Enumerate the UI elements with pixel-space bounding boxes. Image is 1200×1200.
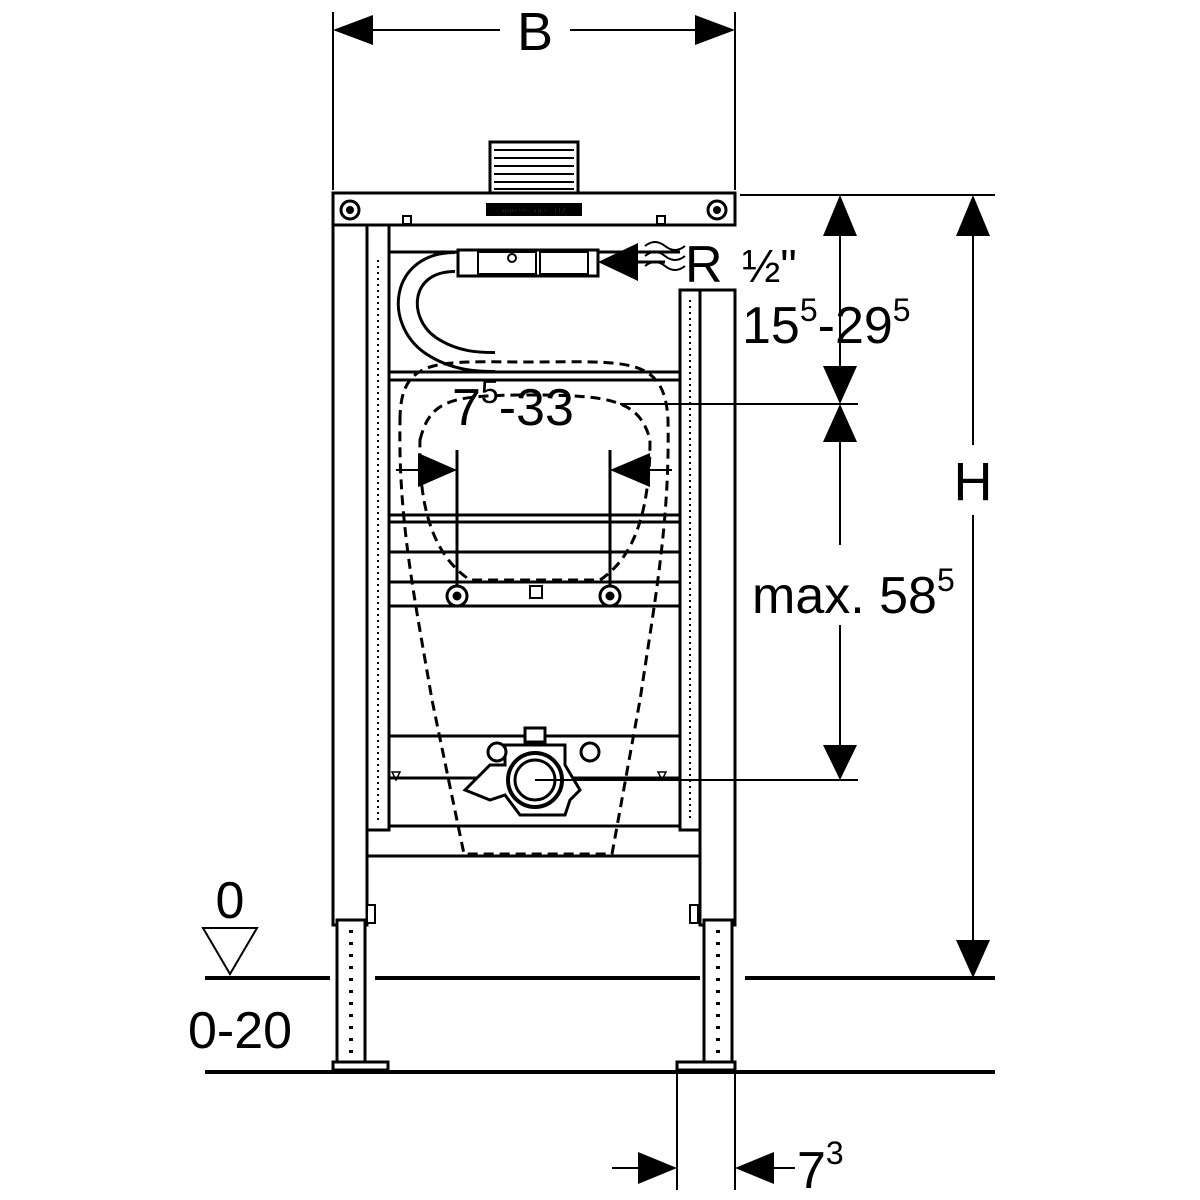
flush-valve <box>396 248 600 373</box>
plate-marking: min.00 - max.112 <box>502 206 566 215</box>
floor-lines <box>205 976 995 1074</box>
foot-adjustment-label: 0-20 <box>188 1002 292 1060</box>
floor-level-marker: 0 0-20 <box>188 872 292 1060</box>
water-connection-size: ½" <box>742 240 797 292</box>
max-height-label: max. 585 <box>752 562 955 625</box>
inner-crossbars <box>367 250 700 858</box>
mounting-studs <box>445 450 622 608</box>
fixing-distance-label: 75-33 <box>452 374 574 437</box>
inlet-range-label: 155-295 <box>742 292 911 355</box>
water-connection-label: R <box>685 236 723 294</box>
top-connection-box <box>488 140 580 196</box>
right-leg <box>675 288 737 1072</box>
inner-side-profiles <box>365 223 702 832</box>
width-dimension: B <box>332 2 736 190</box>
fixing-distance-dimension: 75-33 <box>396 374 858 487</box>
depth-label: 73 <box>797 1135 844 1200</box>
water-inlet: R ½" <box>598 236 797 294</box>
width-label: B <box>517 2 553 62</box>
depth-dimension: 73 <box>612 1072 844 1200</box>
urinal-outline <box>398 360 670 856</box>
right-dimensions: 155-295 max. 585 H <box>740 194 995 978</box>
floor-level-label: 0 <box>216 872 245 930</box>
drain-elbow <box>390 726 858 817</box>
height-label: H <box>954 452 993 512</box>
top-crossbar: min.00 - max.112 <box>331 191 737 227</box>
